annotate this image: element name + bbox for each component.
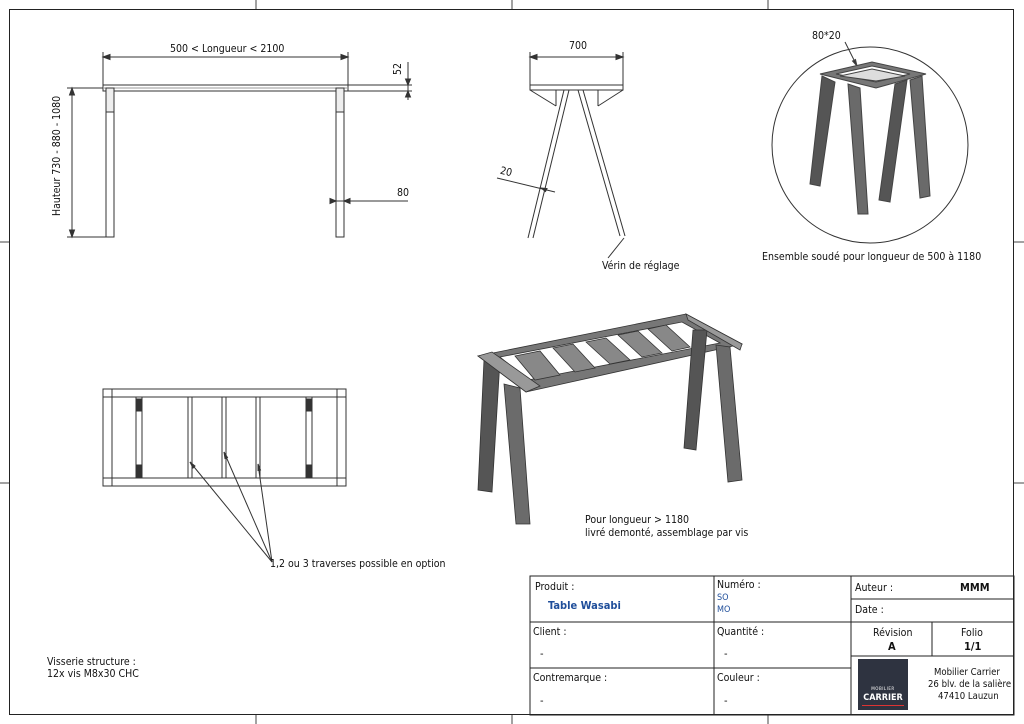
front-view (67, 52, 412, 239)
company-address: 26 blv. de la salière (928, 679, 1012, 690)
company-city: 47410 Lauzun (938, 691, 999, 702)
client-label: Client : (533, 626, 567, 638)
hardware-note-line2: 12x vis M8x30 CHC (47, 668, 139, 680)
side-view (496, 52, 626, 259)
product-value: Table Wasabi (548, 599, 621, 612)
author-label: Auteur : (855, 582, 894, 594)
welded-note: Ensemble soudé pour longueur de 500 à 11… (762, 251, 982, 263)
author-value: MMM (960, 581, 990, 594)
company-logo: MOBILIER CARRIER (858, 659, 908, 710)
long-note-line2: livré demonté, assemblage par vis (585, 527, 749, 539)
detail-section-dimension: 80*20 (812, 30, 841, 42)
hardware-note-line1: Visserie structure : (47, 656, 136, 668)
sheet-frame (9, 9, 1014, 715)
client-value: - (540, 647, 544, 660)
product-label: Produit : (535, 581, 575, 593)
quantity-label: Quantité : (717, 626, 765, 638)
logo-large-text: CARRIER (863, 693, 903, 703)
countermark-label: Contremarque : (533, 672, 608, 684)
number-so: SO (717, 593, 729, 603)
folio-value: 1/1 (964, 640, 982, 653)
logo-underline (862, 705, 904, 706)
height-dimension: Hauteur 730 - 880 - 1080 (51, 95, 63, 216)
folio-label: Folio (961, 627, 983, 639)
quantity-value: - (724, 647, 728, 660)
welded-detail (771, 41, 969, 244)
width-dimension: 700 (569, 40, 588, 52)
company-name: Mobilier Carrier (934, 667, 1000, 678)
top-view (102, 388, 347, 563)
color-label: Couleur : (717, 672, 760, 684)
thickness-dimension: 52 (392, 62, 405, 76)
long-note-line1: Pour longueur > 1180 (585, 514, 689, 526)
revision-label: Révision (873, 627, 913, 639)
length-dimension: 500 < Longueur < 2100 (170, 43, 285, 55)
date-label: Date : (855, 604, 884, 616)
color-value: - (724, 694, 728, 707)
crossbar-note: 1,2 ou 3 traverses possible en option (270, 558, 446, 570)
number-mo: MO (717, 605, 731, 615)
countermark-value: - (540, 694, 544, 707)
leg-width-dimension: 80 (397, 187, 410, 199)
number-label: Numéro : (717, 579, 761, 591)
foot-note: Vérin de réglage (602, 260, 680, 272)
isometric-view (477, 313, 744, 525)
revision-value: A (888, 640, 896, 653)
logo-small-text: MOBILIER (871, 687, 895, 692)
title-block (529, 575, 1015, 716)
